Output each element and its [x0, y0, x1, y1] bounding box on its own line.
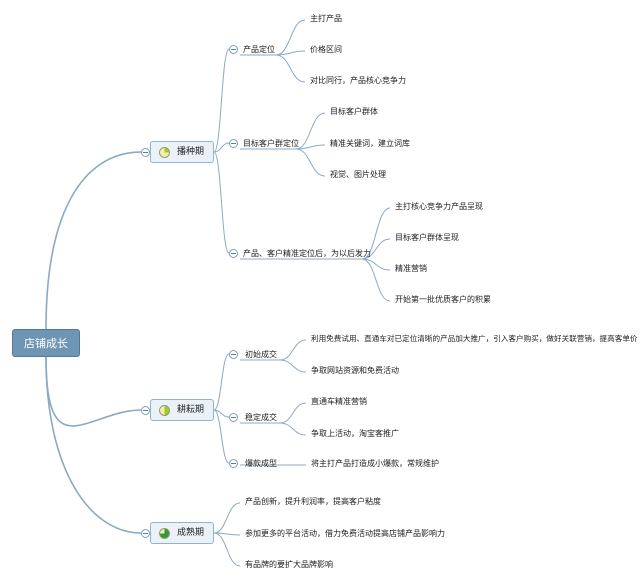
- leaf-topic[interactable]: 对比同行，产品核心竞争力: [310, 76, 406, 85]
- leaf-connector: [295, 144, 326, 150]
- leaf-topic[interactable]: 精准营销: [395, 264, 427, 273]
- leaf-topic[interactable]: 视觉、图片处理: [330, 170, 386, 179]
- sow-branch-connector: [213, 48, 230, 153]
- mature-branch-connector: [213, 532, 241, 536]
- leaf-connector: [275, 54, 306, 83]
- leaf-topic[interactable]: 利用免费试用、直通车对已定位清晰的产品加大推广，引入客户购买，做好关联营销，提高…: [311, 334, 638, 343]
- progress-pie-icon: [159, 528, 170, 539]
- root-to-mature-connector: [45, 356, 142, 534]
- leaf-connector: [279, 402, 307, 424]
- leaf-topic[interactable]: 主打核心竞争力产品呈现: [395, 202, 483, 211]
- leaf-topic[interactable]: 目标客户群体: [330, 107, 378, 116]
- leaf-topic[interactable]: 争取网站资源和免费活动: [311, 366, 399, 375]
- root-to-cultivate-connector: [45, 356, 142, 427]
- progress-pie-icon: [159, 405, 170, 416]
- leaf-connector: [275, 19, 306, 56]
- collapse-toggle-icon[interactable]: [229, 350, 238, 359]
- cultivate-branch-connector: [213, 409, 230, 464]
- collapse-toggle-icon[interactable]: [229, 459, 238, 468]
- leaf-connector: [279, 422, 307, 436]
- stage-node-sow[interactable]: 播种期: [150, 141, 214, 163]
- leaf-connector: [361, 207, 391, 260]
- cultivate-branch-connector: [213, 353, 230, 411]
- collapse-toggle-icon[interactable]: [141, 148, 150, 157]
- branch-initial-deal[interactable]: 初始成交: [245, 350, 277, 359]
- leaf-connector: [279, 339, 307, 361]
- leaf-topic[interactable]: 直通车精准营销: [311, 397, 367, 406]
- mature-branch-connector: [213, 502, 241, 534]
- stage-label: 耕耘期: [177, 405, 205, 415]
- collapse-toggle-icon[interactable]: [141, 406, 150, 415]
- leaf-connector: [275, 50, 306, 56]
- sow-branch-connector: [213, 151, 230, 254]
- branch-hot-product[interactable]: 爆款成型: [245, 459, 277, 468]
- collapse-toggle-icon[interactable]: [229, 249, 238, 258]
- mature-branch-connector: [213, 532, 241, 567]
- sow-branch-connector: [213, 142, 230, 153]
- leaf-topic[interactable]: 开始第一批优质客户的积累: [395, 295, 491, 304]
- collapse-toggle-icon[interactable]: [229, 139, 238, 148]
- branch-product-positioning[interactable]: 产品定位: [243, 45, 275, 54]
- leaf-topic[interactable]: 目标客户群体呈现: [395, 233, 459, 242]
- collapse-toggle-icon[interactable]: [141, 529, 150, 538]
- leaf-connector: [361, 238, 391, 260]
- leaf-topic[interactable]: 主打产品: [310, 14, 342, 23]
- progress-pie-icon: [159, 147, 170, 158]
- leaf-topic[interactable]: 价格区间: [310, 45, 342, 54]
- branch-precise-positioning[interactable]: 产品、客户精准定位后，为以后发力: [243, 249, 371, 258]
- leaf-topic[interactable]: 精准关键词，建立词库: [330, 139, 410, 148]
- stage-node-mature[interactable]: 成熟期: [150, 522, 214, 544]
- leaf-topic[interactable]: 参加更多的平台活动，借力免费活动提高店铺产品影响力: [245, 529, 445, 538]
- collapse-toggle-icon[interactable]: [229, 413, 238, 422]
- branch-stable-deal[interactable]: 稳定成交: [245, 413, 277, 422]
- leaf-topic[interactable]: 有品牌的要扩大品牌影响: [245, 560, 333, 569]
- leaf-connector: [295, 112, 326, 150]
- collapse-toggle-icon[interactable]: [229, 45, 238, 54]
- leaf-connector: [295, 148, 326, 177]
- stage-label: 成熟期: [177, 528, 205, 538]
- leaf-connector: [361, 258, 391, 302]
- branch-target-customers[interactable]: 目标客户群定位: [243, 139, 299, 148]
- leaf-topic[interactable]: 产品创新，提升利润率，提高客户粘度: [245, 497, 381, 506]
- leaf-topic[interactable]: 将主打产品打造成小爆款，常规维护: [311, 459, 439, 468]
- stage-label: 播种期: [177, 147, 205, 157]
- cultivate-branch-connector: [213, 409, 230, 418]
- root-to-sow-connector: [45, 151, 142, 330]
- root-node[interactable]: 店铺成长: [12, 329, 80, 357]
- leaf-connector: [279, 359, 307, 373]
- stage-node-cultivate[interactable]: 耕耘期: [150, 399, 214, 421]
- leaf-topic[interactable]: 争取上活动，淘宝客推广: [311, 429, 399, 438]
